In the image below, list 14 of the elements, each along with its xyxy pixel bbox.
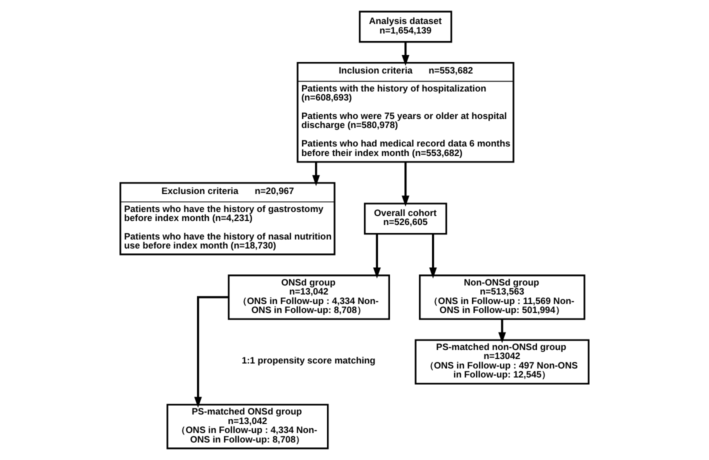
node-box: Analysis dataset n=1,654,139 bbox=[358, 10, 452, 43]
node-box: PS-matched ONSd group n=13,042 （ONS in Follow-up : 4,334 Non-ONS in Follow-up: 8,708） bbox=[166, 404, 329, 450]
node-box: ONSd group n=13,042 （ONS in Follow-up : 4,334 Non-ONS in Follow-up: 8,708） bbox=[228, 274, 390, 320]
arrow bbox=[498, 319, 506, 344]
arrow bbox=[429, 234, 437, 278]
label: 1:1 propensity score matching bbox=[242, 355, 376, 366]
arrow bbox=[402, 162, 410, 207]
arrow bbox=[312, 162, 320, 186]
node-box: Overall cohort n=526,605 bbox=[364, 202, 448, 235]
node-box: PS-matched non-ONSd group n=13042 （ONS in Follow-up : 497 Non-ONS in Follow-up: 12,545） bbox=[414, 339, 590, 385]
arrow bbox=[194, 296, 229, 408]
arrow bbox=[373, 234, 381, 278]
arrow bbox=[402, 42, 410, 66]
node-box: Non-ONSd group n=513,563 （ONS in Follow-up : 11,569 Non-ONS in Follow-up: 501,994） bbox=[418, 274, 586, 320]
